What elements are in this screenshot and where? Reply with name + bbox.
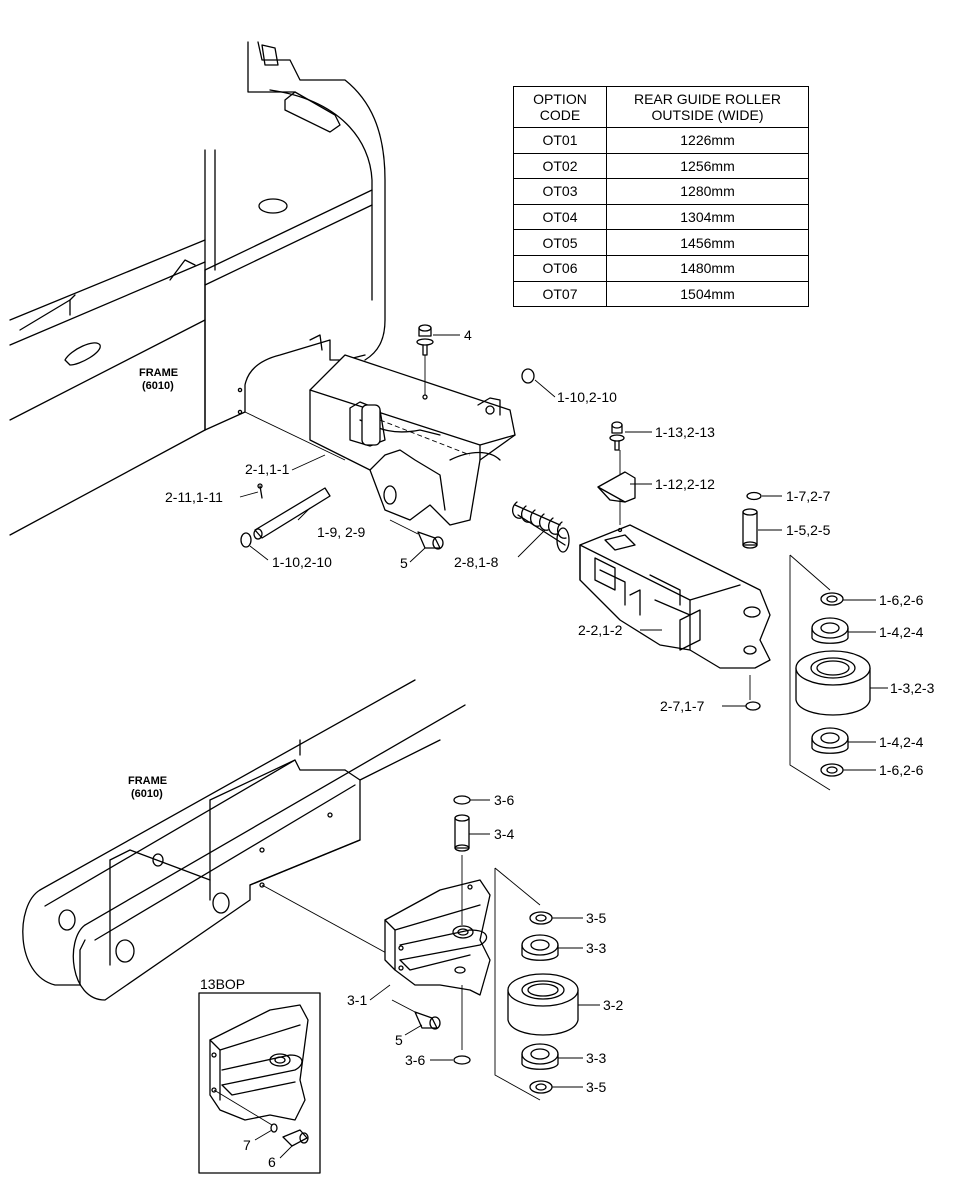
callout-2-2: 2-2,1-2 [578, 622, 623, 638]
table-cell-width: 1256mm [606, 152, 809, 180]
roller-arm [579, 450, 771, 669]
bracket-assembly [309, 354, 516, 526]
callout-2-1: 2-1,1-1 [245, 461, 290, 477]
table-cell-code: OT02 [513, 152, 607, 180]
callout-2-7: 2-7,1-7 [660, 698, 705, 714]
callout-4: 4 [464, 327, 472, 343]
callout-3-3-top: 3-3 [586, 940, 606, 956]
table-header-roller-width: REAR GUIDE ROLLER OUTSIDE (WIDE) [606, 86, 809, 128]
callout-1-4-bot: 1-4,2-4 [879, 734, 924, 750]
callout-3-5-top: 3-5 [586, 910, 606, 926]
bracket-3-1 [384, 879, 491, 996]
table-cell-code: OT06 [513, 254, 607, 282]
callout-2-11: 2-11,1-11 [165, 489, 223, 505]
callout-1-10-bot: 1-10,2-10 [272, 554, 332, 570]
callout-5-top: 5 [400, 555, 408, 571]
top-frame-label-line1: FRAME [139, 367, 178, 379]
callout-6: 6 [268, 1154, 276, 1170]
callout-1-10-top: 1-10,2-10 [557, 389, 617, 405]
top-frame [9, 41, 386, 536]
callout-3-5-bot: 3-5 [586, 1079, 606, 1095]
callout-1-6-top: 1-6,2-6 [879, 592, 924, 608]
table-cell-code: OT03 [513, 178, 607, 205]
table-cell-width: 1304mm [606, 203, 809, 231]
roller-stack-1 [795, 592, 871, 777]
pin-and-washers [240, 368, 535, 548]
callout-1-5: 1-5,2-5 [786, 522, 831, 538]
callout-1-13: 1-13,2-13 [655, 424, 715, 440]
callout-3-4: 3-4 [494, 826, 514, 842]
spring [511, 501, 570, 553]
callout-3-3-bot: 3-3 [586, 1050, 606, 1066]
callout-3-6-top: 3-6 [494, 792, 514, 808]
bolt-1-13 [609, 421, 625, 451]
bottom-frame-label-line1: FRAME [128, 775, 167, 787]
top-frame-label-line2: (6010) [142, 380, 174, 392]
callout-1-12: 1-12,2-12 [655, 476, 715, 492]
pin-3-4 [454, 814, 470, 852]
bottom-frame-label-line2: (6010) [131, 788, 163, 800]
callout-1-7-top: 1-7,2-7 [786, 488, 831, 504]
callout-3-1: 3-1 [347, 992, 367, 1008]
callout-5-bot: 5 [395, 1032, 403, 1048]
callout-1-4-top: 1-4,2-4 [879, 624, 924, 640]
table-cell-code: OT07 [513, 280, 607, 308]
callout-3-2: 3-2 [603, 997, 623, 1013]
inset-13bop [198, 992, 321, 1174]
callout-7: 7 [243, 1137, 251, 1153]
callout-3-6-bot: 3-6 [405, 1052, 425, 1068]
option-code-table: OPTION CODE REAR GUIDE ROLLER OUTSIDE (W… [513, 86, 809, 308]
bolt-4 [416, 324, 434, 400]
table-header-row: OPTION CODE REAR GUIDE ROLLER OUTSIDE (W… [513, 86, 809, 128]
bolt-5-bottom [391, 999, 441, 1030]
callout-1-3: 1-3,2-3 [890, 680, 935, 696]
roller-stack-3 [507, 911, 579, 1094]
washer-3-6-bot [453, 1055, 471, 1065]
table-cell-code: OT01 [513, 127, 607, 154]
callout-1-6-bot: 1-6,2-6 [879, 762, 924, 778]
table-cell-width: 1504mm [606, 280, 809, 308]
callout-leaders [239, 334, 888, 1159]
callout-2-8: 2-8,1-8 [454, 554, 499, 570]
table-cell-width: 1226mm [606, 127, 809, 154]
washer-2-7 [745, 701, 761, 711]
plate-1-12 [597, 471, 636, 503]
bottom-frame [22, 679, 466, 1001]
washer-1-7-top [746, 491, 762, 501]
table-header-option-code: OPTION CODE [513, 86, 607, 128]
pin-1-5 [742, 508, 758, 549]
inset-title: 13BOP [200, 976, 245, 992]
bolt-5-top [389, 519, 444, 550]
callout-1-9: 1-9, 2-9 [317, 524, 365, 540]
washer-3-6-top [453, 795, 471, 805]
table-cell-width: 1280mm [606, 178, 809, 205]
